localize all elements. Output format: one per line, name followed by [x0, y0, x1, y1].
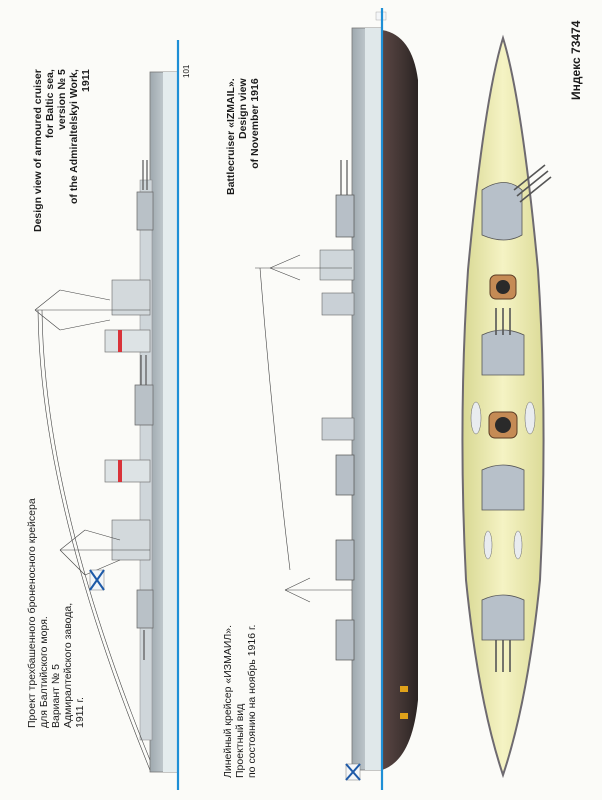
caption-line: for Baltic sea,	[44, 69, 56, 139]
caption-line: Design view	[237, 78, 249, 139]
cruiser-funnel	[104, 329, 151, 483]
index-label: Индекс 73474	[569, 20, 583, 100]
caption-line: version № 5	[56, 69, 68, 130]
izmail-caption-ru: Линейный крейсер «ИЗМАИЛ». Проектный вид…	[222, 625, 258, 778]
caption-line: 1911	[80, 69, 92, 92]
cruiser-caption-en: Design view of armoured cruiser for Balt…	[32, 69, 92, 232]
caption-line: of the Admiraltelskyi Work,	[68, 69, 80, 204]
caption-line: для Балтийского моря.	[38, 616, 50, 728]
scale-mark: 101	[182, 64, 191, 78]
st-andrews-flag-icon	[89, 569, 105, 591]
cruiser-profile	[34, 40, 180, 790]
caption-line: Адмиралтейского завода,	[62, 602, 74, 728]
caption-line: Вариант № 5	[50, 664, 62, 728]
caption-line: 1911 г.	[74, 697, 86, 728]
izmail-deck-plan	[461, 34, 552, 779]
izmail-caption-en: Battlecruiser «IZMAIL». Design view of N…	[225, 78, 261, 195]
cruiser-caption-ru: Проект трехбашенного броненосного крейсе…	[26, 498, 86, 728]
caption-line: of November 1916	[249, 78, 261, 169]
caption-line: по состоянию на ноябрь 1916 г.	[246, 624, 258, 778]
caption-line: Проектный вид	[234, 703, 246, 778]
caption-line: Проект трехбашенного броненосного крейсе…	[26, 498, 38, 728]
izmail-profile	[255, 8, 418, 790]
caption-line: Battlecruiser «IZMAIL».	[225, 78, 237, 195]
st-andrews-flag-icon	[345, 763, 361, 781]
caption-line: Design view of armoured cruiser	[32, 69, 44, 232]
caption-line: Линейный крейсер «ИЗМАИЛ».	[222, 624, 234, 778]
